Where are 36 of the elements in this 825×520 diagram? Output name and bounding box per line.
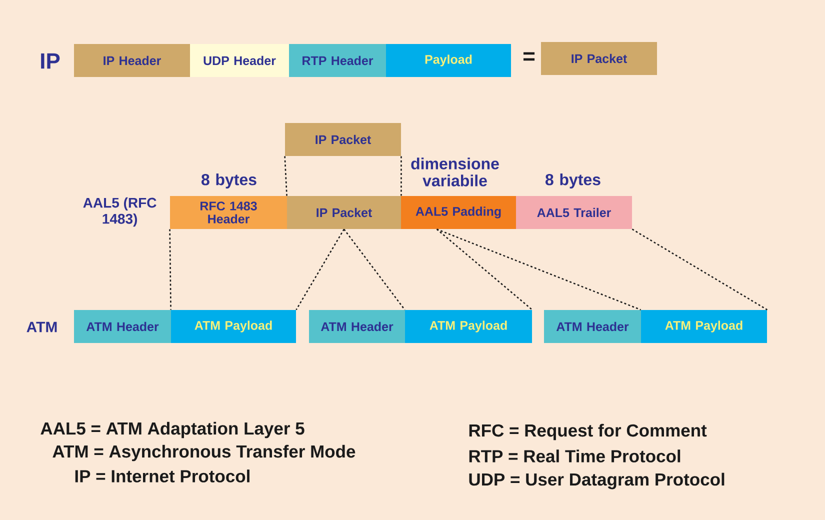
abbreviation-definition: AAL5 = ATM Adaptation Layer 5 (40, 422, 304, 438)
header-box: IP Header (74, 44, 190, 77)
size-label: dimensione variabile (411, 158, 499, 186)
dotted-line (436, 228, 642, 310)
header-box: ATM Header (544, 310, 641, 343)
row-label: ATM (26, 322, 57, 332)
payload-box: ATM Payload (405, 310, 532, 343)
header-box: RFC 1483 Header (170, 196, 287, 229)
equals-sign: = (524, 52, 535, 61)
dotted-line (169, 229, 172, 310)
dotted-line (400, 156, 402, 196)
dotted-line (296, 228, 345, 310)
packet-box: IP Packet (287, 196, 401, 229)
abbreviation-definition: UDP = User Datagram Protocol (469, 472, 724, 490)
payload-box: ATM Payload (641, 310, 767, 343)
payload-box: ATM Payload (171, 310, 296, 343)
dotted-line (343, 228, 406, 310)
size-label: 8 bytes (202, 174, 256, 188)
abbreviation-definition: RTP = Real Time Protocol (469, 450, 680, 462)
header-box: ATM Header (74, 310, 171, 343)
row-label: AAL5 (RFC 1483) (83, 197, 156, 227)
abbreviation-definition: ATM = Asynchronous Transfer Mode (52, 444, 356, 462)
header-box: UDP Header (190, 44, 289, 77)
packet-box: IP Packet (541, 42, 657, 75)
dotted-line (632, 228, 768, 310)
padding-box: AAL5 Padding (401, 196, 516, 229)
abbreviation-definition: RFC = Request for Comment (469, 424, 707, 440)
payload-box: Payload (386, 44, 511, 77)
packet-box: IP Packet (285, 123, 401, 156)
header-box: ATM Header (309, 310, 405, 343)
header-box: RTP Header (289, 44, 386, 77)
abbreviation-definition: IP = Internet Protocol (75, 470, 250, 482)
size-label: 8 bytes (546, 174, 600, 188)
dotted-line (284, 156, 288, 196)
dotted-line (436, 228, 533, 310)
trailer-box: AAL5 Trailer (516, 196, 632, 229)
